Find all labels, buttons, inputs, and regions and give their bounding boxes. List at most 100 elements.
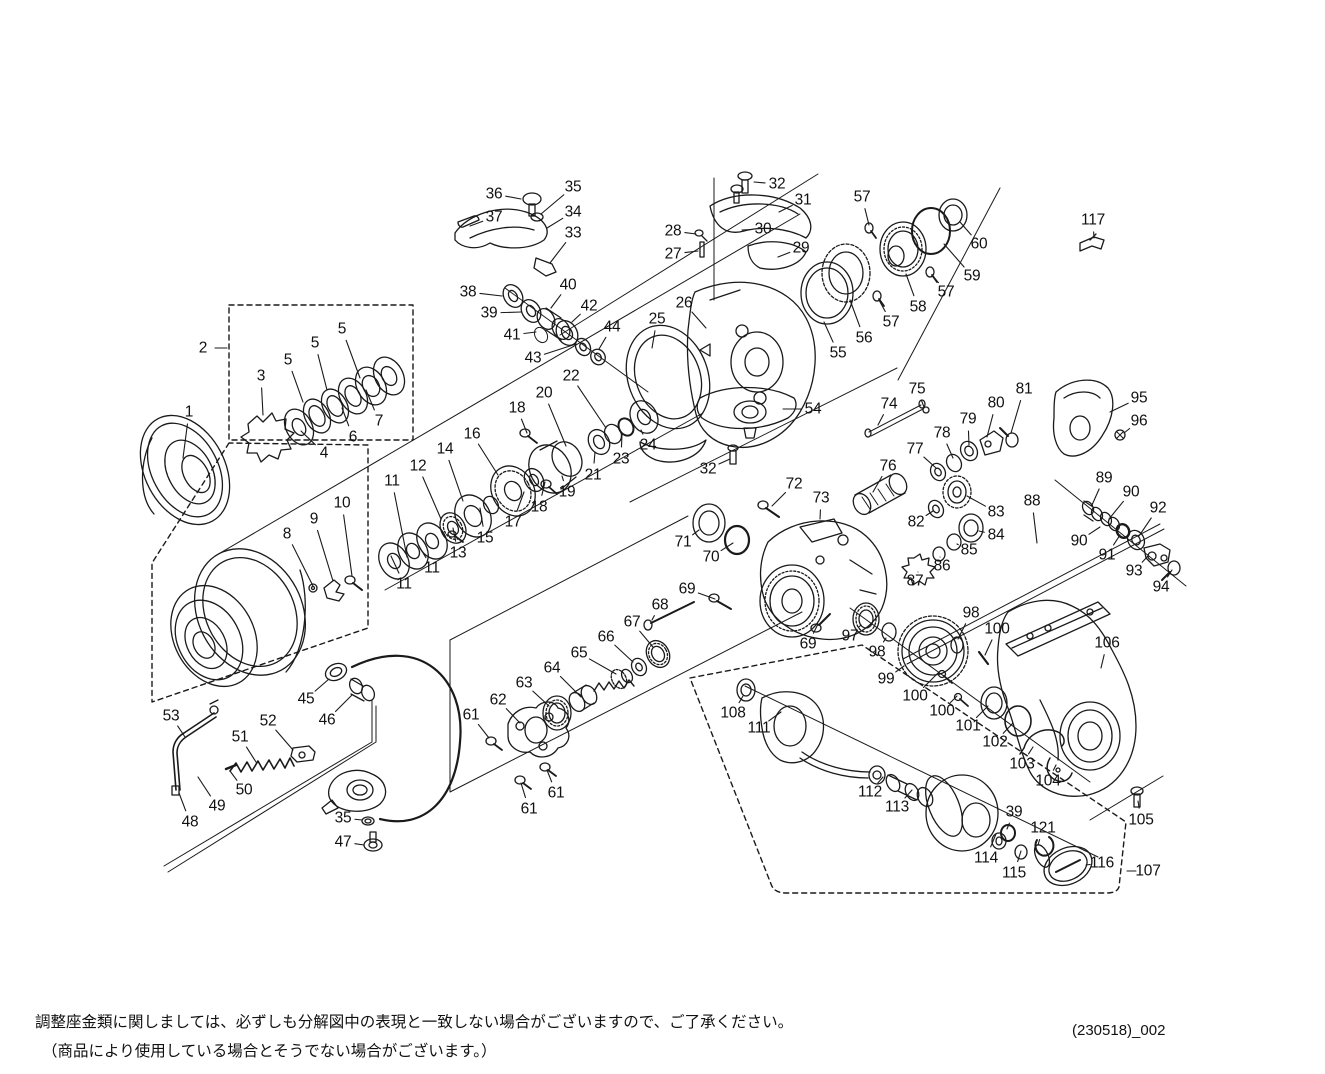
pin-37 [458,216,479,227]
oscillation-group [850,400,1018,517]
part-label-18-21: 18 [508,399,526,417]
part-label-68-79: 68 [651,596,669,614]
bail-trip-group [172,700,315,795]
part-label-114-128: 114 [973,849,999,867]
star-gear-87 [902,554,935,585]
part-label-98-111: 98 [868,643,886,661]
part-label-58-67: 58 [909,298,927,316]
part-label-60-69: 60 [970,235,988,253]
part-label-81-93: 81 [1015,380,1033,398]
part-label-108-124: 108 [720,704,746,722]
part-label-67-78: 67 [623,613,641,631]
part-label-5-4: 5 [283,351,293,369]
part-label-103-119: 103 [1009,755,1035,773]
part-label-55-62: 55 [829,344,847,362]
part-label-42-49: 42 [580,297,598,315]
part-label-3-2: 3 [256,367,266,385]
handle-arm [761,692,824,763]
part-label-7-8: 7 [374,412,384,430]
part-label-18-22: 18 [530,498,548,516]
part-label-46-53: 46 [318,711,336,729]
part-label-41-48: 41 [503,326,521,344]
star-drag-washer [241,413,294,462]
part-label-107-123: 107 [1135,862,1161,880]
part-label-112-126: 112 [857,783,883,801]
part-label-34-39: 34 [564,203,582,221]
spool-assembly [122,352,410,540]
part-label-105-121: 105 [1128,811,1154,829]
part-label-15-18: 15 [476,529,494,547]
part-label-39-45: 39 [480,304,498,322]
part-label-19-23: 19 [558,483,576,501]
body-cover [997,600,1136,796]
part-label-27-31: 27 [664,245,682,263]
drag-washer-group-box [229,305,413,440]
part-label-90-103: 90 [1070,532,1088,550]
part-label-62-73: 62 [489,691,507,709]
kick-lever [329,770,386,811]
part-label-57-65: 57 [882,313,900,331]
part-label-57-66: 57 [937,283,955,301]
part-label-21-25: 21 [584,466,602,484]
rotor-assembly [612,282,815,464]
part-label-4-3: 4 [319,444,329,462]
gear-housing [644,501,887,639]
part-label-32-37: 32 [699,460,717,478]
handle-group-box [690,645,1126,893]
part-label-54-61: 54 [804,400,822,418]
part-label-104-120: 104 [1035,772,1061,790]
part-label-56-63: 56 [855,329,873,347]
part-label-75-87: 75 [908,380,926,398]
part-label-111-125: 111 [747,719,771,737]
part-label-61-72: 61 [520,800,538,818]
part-label-11-12: 11 [384,472,400,490]
part-label-77-89: 77 [906,440,924,458]
part-label-11-14: 11 [396,575,412,593]
rotor-nut-group [801,199,1104,324]
part-label-32-36: 32 [768,175,786,193]
main-axis-parts [373,396,664,584]
part-label-98-112: 98 [962,604,980,622]
part-label-76-88: 76 [879,457,897,475]
part-label-102-118: 102 [982,733,1008,751]
part-label-39-46: 39 [1005,803,1023,821]
part-label-100-114: 100 [984,620,1010,638]
lower-spool-assembly [154,529,362,701]
pawl-33 [534,258,556,276]
part-label-91-104: 91 [1098,546,1116,564]
part-label-2-1: 2 [198,339,208,357]
part-label-72-84: 72 [785,475,803,493]
part-label-86-98: 86 [933,557,951,575]
part-label-117-131: 117 [1080,211,1106,229]
part-label-113-127: 113 [884,798,910,816]
part-label-16-19: 16 [463,425,481,443]
handle-group [737,679,1098,893]
part-label-64-75: 64 [543,659,561,677]
part-label-53-60: 53 [162,707,180,725]
part-label-26-30: 26 [675,294,693,312]
part-label-73-85: 73 [812,489,830,507]
part-label-36-42: 36 [485,185,503,203]
part-label-48-55: 48 [181,813,199,831]
part-label-49-56: 49 [208,797,226,815]
part-label-100-116: 100 [929,702,955,720]
part-label-93-106: 93 [1125,562,1143,580]
pinion-group [486,636,674,789]
part-label-89-101: 89 [1095,469,1113,487]
part-label-85-97: 85 [960,541,978,559]
part-label-35-40: 35 [564,178,582,196]
part-label-97-110: 97 [841,627,859,645]
drive-gear-group [853,603,1143,807]
part-label-61-71: 61 [547,784,565,802]
part-label-30-34: 30 [754,220,772,238]
handle-knob [926,775,998,851]
part-label-79-91: 79 [959,410,977,428]
part-label-40-47: 40 [559,276,577,294]
part-label-95-108: 95 [1130,389,1148,407]
part-label-96-109: 96 [1130,412,1148,430]
part-label-38-44: 38 [459,283,477,301]
part-label-78-90: 78 [933,424,951,442]
part-label-8-9: 8 [282,525,292,543]
